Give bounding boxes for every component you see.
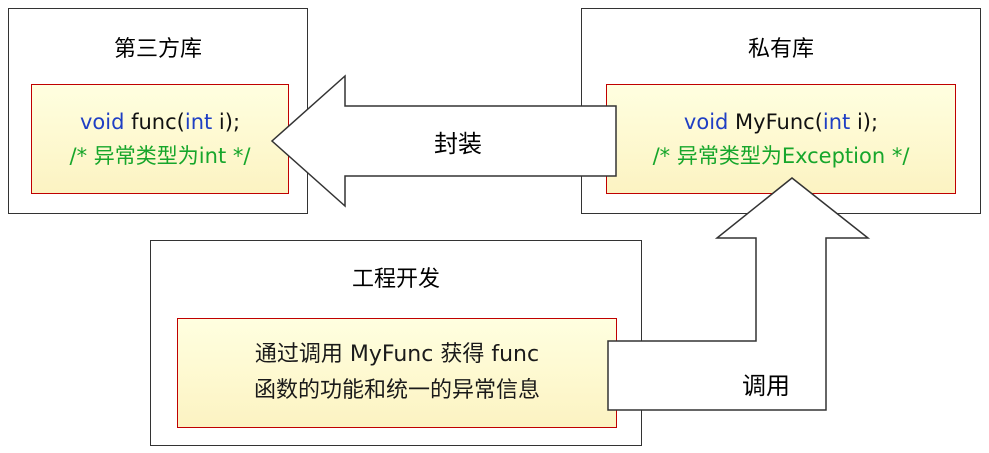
call-arrow-label: 调用 (742, 372, 790, 400)
myfunc-name: MyFunc( (728, 110, 823, 134)
third-party-code-block: void func(int i); /* 异常类型为int */ (31, 84, 289, 194)
private-code-block: void MyFunc(int i); /* 异常类型为Exception */ (606, 84, 956, 194)
third-party-library-title: 第三方库 (113, 37, 202, 62)
private-exception-comment: /* 异常类型为Exception */ (652, 144, 910, 168)
private-library-title: 私有库 (747, 37, 814, 62)
third-party-exception-comment: /* 异常类型为int */ (69, 144, 251, 168)
engineering-desc-line-1: 通过调用 MyFunc 获得 func (254, 342, 540, 367)
keyword-int: int (822, 110, 851, 134)
func-params-rest: i); (212, 110, 241, 134)
call-arrow-shape (607, 177, 871, 411)
wrap-arrow-label: 封装 (434, 130, 482, 158)
func-name: func( (124, 110, 185, 134)
third-party-func-signature: void func(int i); (80, 105, 240, 139)
private-func-signature: void MyFunc(int i); (684, 105, 878, 139)
wrap-arrow-shape (270, 74, 617, 208)
keyword-void: void (79, 110, 125, 134)
engineering-desc-block: 通过调用 MyFunc 获得 func 函数的功能和统一的异常信息 (177, 318, 617, 428)
private-library-box: 私有库 void MyFunc(int i); /* 异常类型为Exceptio… (581, 8, 981, 214)
third-party-library-box: 第三方库 void func(int i); /* 异常类型为int */ (8, 8, 308, 214)
keyword-int: int (184, 110, 213, 134)
myfunc-params-rest: i); (850, 110, 879, 134)
keyword-void: void (683, 110, 729, 134)
engineering-desc-line-2: 函数的功能和统一的异常信息 (253, 378, 540, 403)
engineering-dev-title: 工程开发 (351, 267, 440, 292)
engineering-dev-box: 工程开发 通过调用 MyFunc 获得 func 函数的功能和统一的异常信息 (150, 240, 642, 446)
